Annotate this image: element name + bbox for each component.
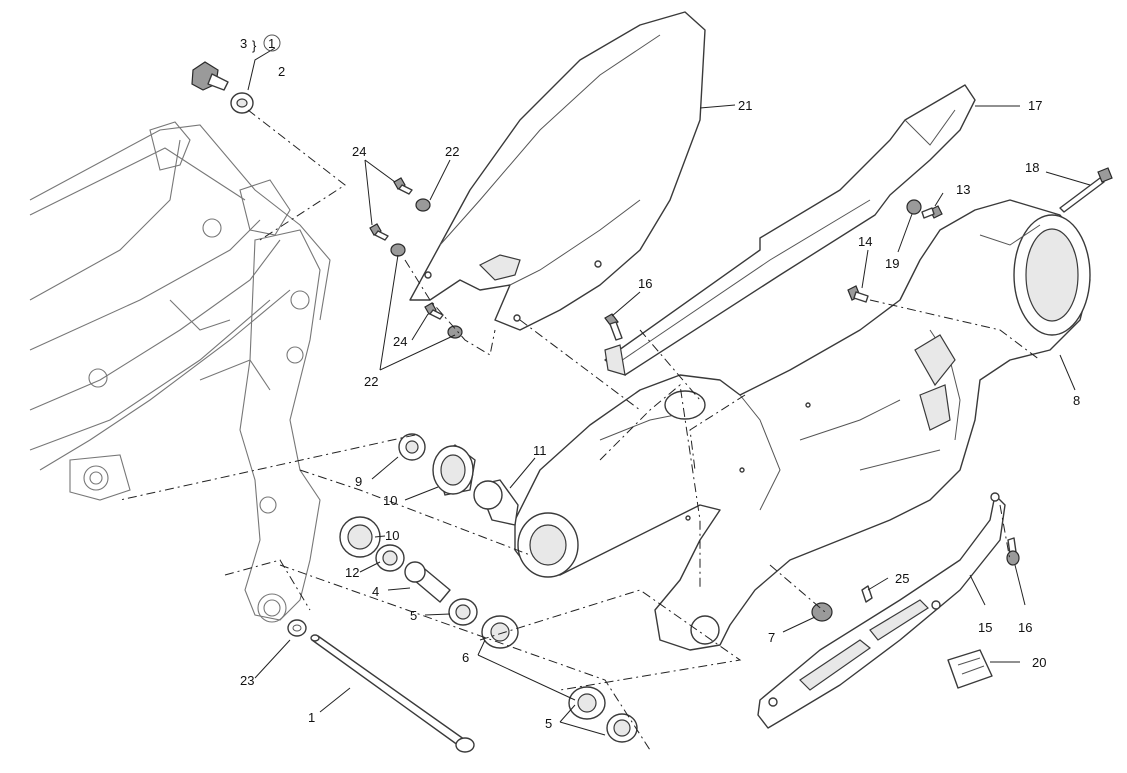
callout-18: 18 <box>1025 160 1039 175</box>
callout-17: 17 <box>1028 98 1042 113</box>
callouts: 1 2 3 } 1 4 5 5 6 7 8 9 10 10 11 12 13 1… <box>240 34 1080 731</box>
bushing-6-lower <box>568 686 606 720</box>
swingarm <box>514 199 1091 651</box>
callout-19: 19 <box>885 256 899 271</box>
spacer-5-lower <box>606 713 638 743</box>
callout-16-upper: 16 <box>638 276 652 291</box>
callout-9: 9 <box>355 474 362 489</box>
callout-8: 8 <box>1073 393 1080 408</box>
bushing-4 <box>404 561 451 603</box>
callout-3-note-circle <box>263 34 281 52</box>
pivot-shaft <box>310 634 475 753</box>
label-plate-20 <box>947 649 993 689</box>
callout-3-note: 1 <box>268 36 275 51</box>
callout-24-lower: 24 <box>393 334 407 349</box>
callout-13: 13 <box>956 182 970 197</box>
frame-outline <box>29 121 331 623</box>
callout-5-upper: 5 <box>410 608 417 623</box>
bearing-10-lower <box>339 516 381 558</box>
callout-6: 6 <box>462 650 469 665</box>
rear-fender <box>409 11 706 331</box>
screw-3 <box>191 61 229 91</box>
callout-11: 11 <box>533 443 547 458</box>
screw-16-upper <box>604 313 623 341</box>
callout-7: 7 <box>768 630 775 645</box>
callout-10-upper: 10 <box>383 493 397 508</box>
callout-2: 2 <box>278 64 285 79</box>
screw-14 <box>847 285 869 303</box>
callout-21: 21 <box>738 98 752 113</box>
callout-25: 25 <box>895 571 909 586</box>
seal-12 <box>375 544 405 572</box>
callout-24-upper: 24 <box>352 144 366 159</box>
washer-23 <box>287 619 307 637</box>
callout-12: 12 <box>345 565 359 580</box>
clip-25 <box>861 585 873 603</box>
screw-16-lower <box>1006 537 1020 566</box>
callout-22-lower: 22 <box>364 374 378 389</box>
assembly-lines <box>119 109 1041 751</box>
callout-5-lower: 5 <box>545 716 552 731</box>
callout-23: 23 <box>240 673 254 688</box>
callout-22-upper: 22 <box>445 144 459 159</box>
screw-13 <box>921 205 943 219</box>
fender-screws <box>369 177 463 339</box>
callout-15: 15 <box>978 620 992 635</box>
plug-7 <box>811 602 833 622</box>
callout-14: 14 <box>858 234 872 249</box>
callout-3-brace: } <box>252 38 257 53</box>
chain-slider <box>757 492 1006 729</box>
screw-18 <box>1059 167 1113 213</box>
callout-4: 4 <box>372 584 379 599</box>
callout-3: 3 <box>240 36 247 51</box>
leader-lines <box>247 47 1091 736</box>
spacer-11 <box>473 479 519 526</box>
bearing-9 <box>398 433 426 461</box>
washer-19 <box>906 199 922 215</box>
callout-16-lower: 16 <box>1018 620 1032 635</box>
callout-10-lower: 10 <box>385 528 399 543</box>
bearing-10-upper <box>432 444 476 496</box>
spacer-5-upper <box>448 598 478 626</box>
chain-guard <box>604 84 976 376</box>
callout-20: 20 <box>1032 655 1046 670</box>
callout-1: 1 <box>308 710 315 725</box>
washer-2 <box>230 92 254 114</box>
